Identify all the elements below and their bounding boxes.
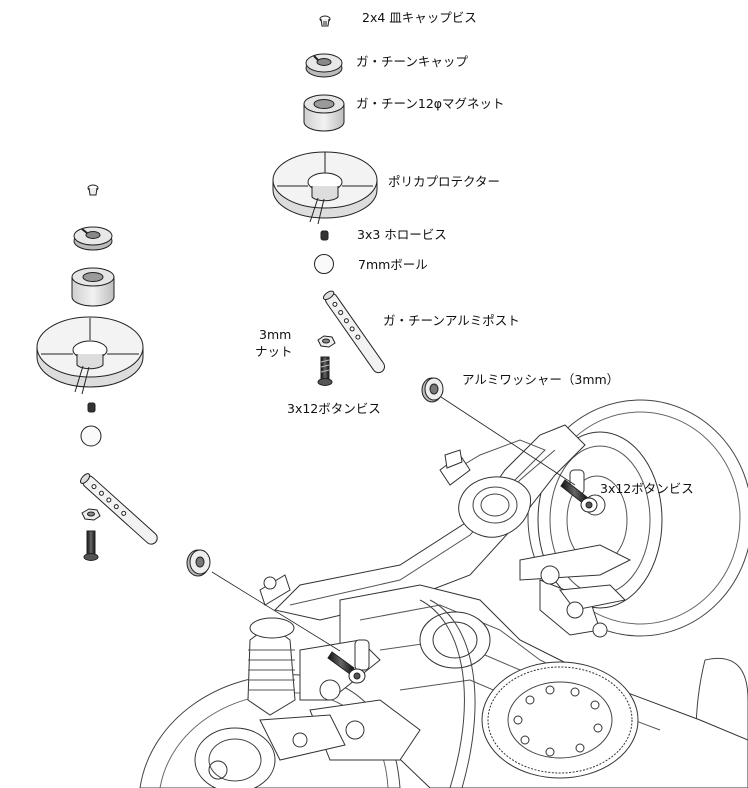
cap-screw-icon bbox=[319, 15, 331, 27]
magnet-icon bbox=[303, 94, 345, 132]
hollow-screw-icon bbox=[320, 230, 329, 241]
spur-gear bbox=[481, 661, 639, 779]
left-button-screw-icon bbox=[83, 530, 99, 561]
ball-icon bbox=[314, 254, 334, 274]
gurney-cap-icon bbox=[305, 53, 343, 78]
label-button-screw-center: 3x12ボタンビス bbox=[287, 401, 381, 416]
label-hollow-screw: 3x3 ホロービス bbox=[357, 227, 447, 242]
left-poly-protector-icon bbox=[36, 316, 144, 395]
button-screw-icon bbox=[317, 356, 333, 386]
label-cap-screw: 2x4 皿キャップビス bbox=[362, 10, 477, 25]
left-nut-icon bbox=[81, 508, 101, 521]
label-nut: ナット bbox=[255, 344, 293, 359]
left-hollow-screw-icon bbox=[87, 402, 96, 413]
left-magnet-icon bbox=[71, 267, 115, 307]
left-parts-stack bbox=[36, 184, 211, 577]
label-alu-post: ガ・チーンアルミポスト bbox=[383, 313, 520, 328]
left-cap-screw-icon bbox=[87, 184, 99, 196]
center-parts-stack bbox=[272, 15, 386, 386]
leader-line-left bbox=[211, 571, 341, 652]
label-magnet: ガ・チーン12φマグネット bbox=[356, 96, 505, 111]
leader-line-right bbox=[440, 396, 576, 486]
installed-screw-right-icon bbox=[560, 479, 598, 513]
left-ball-icon bbox=[80, 425, 102, 447]
alu-washer-icon bbox=[421, 377, 444, 403]
left-alu-post-icon bbox=[79, 473, 158, 545]
alu-post-icon bbox=[322, 290, 386, 374]
left-gurney-cap-icon bbox=[73, 226, 113, 251]
label-button-screw-right: 3x12ボタンビス bbox=[600, 481, 694, 496]
poly-protector-icon bbox=[272, 151, 378, 225]
installed-screw-left-icon bbox=[327, 651, 366, 684]
label-gurney-cap: ガ・チーンキャップ bbox=[356, 54, 468, 69]
left-washer-icon bbox=[186, 549, 211, 577]
label-ball: 7mmボール bbox=[358, 257, 428, 272]
label-nut-size: 3mm bbox=[259, 327, 292, 342]
label-alu-washer: アルミワッシャー（3mm） bbox=[462, 372, 620, 387]
front-shock bbox=[247, 617, 296, 716]
rc-car-chassis bbox=[139, 399, 748, 788]
nut-icon bbox=[317, 335, 336, 348]
label-poly-protector: ポリカプロテクター bbox=[388, 174, 501, 189]
